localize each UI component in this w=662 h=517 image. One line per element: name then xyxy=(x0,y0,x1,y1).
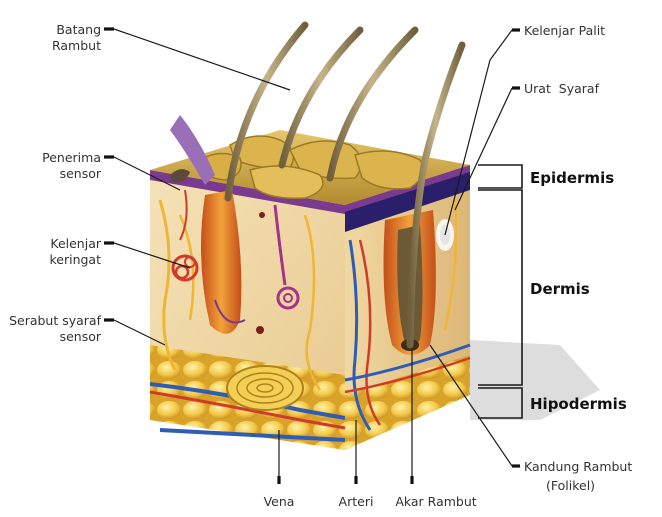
top-surface xyxy=(150,115,470,205)
block-shadow xyxy=(470,340,600,420)
label-arteri: Arteri xyxy=(339,494,374,509)
label-penerima-sensor-line2: sensor xyxy=(60,166,102,181)
hair-shafts xyxy=(224,21,466,349)
label-batang-rambut-line1: Batang xyxy=(56,22,101,37)
label-batang-rambut-line2: Rambut xyxy=(52,38,101,53)
label-kelenjar-palit: Kelenjar Palit xyxy=(524,23,605,38)
label-kelenjar-keringat-line2: keringat xyxy=(49,252,101,267)
layer-label-dermis: Dermis xyxy=(530,280,590,298)
label-urat-syaraf: Urat Syaraf xyxy=(524,81,600,96)
coiled-gland xyxy=(273,204,300,310)
label-folikel: (Folikel) xyxy=(546,478,595,493)
label-akar-rambut: Akar Rambut xyxy=(395,494,476,509)
labels: Batang Rambut Penerima sensor Kelenjar k… xyxy=(9,22,632,509)
layer-brackets xyxy=(478,164,523,419)
leader-lines xyxy=(104,27,520,484)
label-serabut-syaraf-line2: sensor xyxy=(60,329,102,344)
label-kandung-rambut: Kandung Rambut xyxy=(524,459,632,474)
label-penerima-sensor-line1: Penerima xyxy=(42,150,101,165)
layer-label-hipodermis: Hipodermis xyxy=(530,395,627,413)
label-serabut-syaraf-line1: Serabut syaraf xyxy=(9,313,102,328)
label-vena: Vena xyxy=(264,494,295,509)
label-kelenjar-keringat-line1: Kelenjar xyxy=(50,236,101,251)
sweat-gland xyxy=(171,189,199,282)
front-face xyxy=(149,170,346,450)
front-follicle xyxy=(201,190,246,334)
pacinian-corpuscle xyxy=(226,365,304,411)
layer-label-epidermis: Epidermis xyxy=(530,169,614,187)
